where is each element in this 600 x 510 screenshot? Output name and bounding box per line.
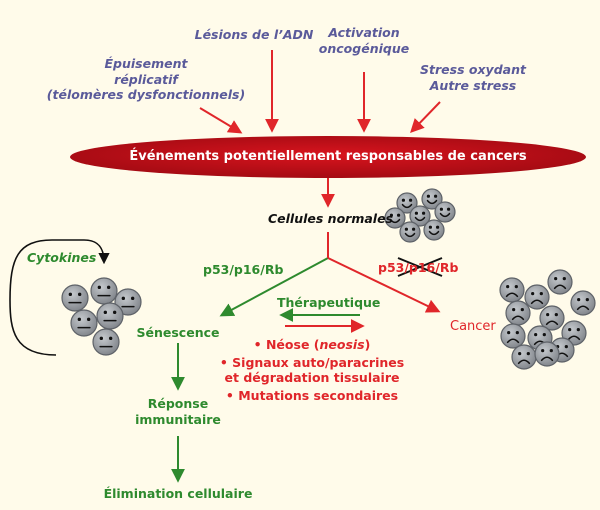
replicative-line-3: (télomères dysfonctionnels) [46,87,246,103]
senescent-cells-cluster [61,277,142,356]
neosis-suffix: ) [364,337,371,352]
smiley-cell-icon [409,205,431,227]
smiley-cell-icon [384,207,406,229]
branch-cancer [327,257,441,313]
elimination-label: Élimination cellulaire [103,486,253,501]
effect-signals-line-2: et dégradation tissulaire [224,370,400,386]
effect-neosis: • Néose (neosis) [220,337,404,353]
oncogenic-label: Activation oncogénique [319,25,409,56]
sad-cell-icon [499,277,525,303]
neutral-cell-icon [90,277,118,305]
effects-list: • Néose (neosis) • Signaux auto/paracrin… [220,337,404,404]
smiley-cell-icon [423,219,445,241]
immune-line-1: Réponse [147,396,209,411]
arrow-replicative [199,107,243,134]
banner-text: Événements potentiellement responsables … [129,149,527,164]
senescence-label: Sénescence [136,325,220,340]
normal-cells-cluster [384,188,456,243]
sad-cell-icon [500,323,526,349]
neutral-cell-icon [114,288,142,316]
sad-cell-icon [524,284,550,310]
neutral-cell-icon [92,328,120,356]
oncogenic-line-1: Activation [328,25,400,40]
arrow-oxidative [410,101,441,134]
oxidative-stress-label: Stress oxydant Autre stress [420,62,526,93]
oncogenic-line-2: oncogénique [318,40,410,56]
sad-cell-icon [539,305,565,331]
pathway-struck-label: p53/p16/Rb [378,260,459,275]
therapy-label: Thérapeutique [277,295,381,310]
cytokines-label: Cytokines [27,250,97,265]
immune-response-label: Réponse immunitaire [135,396,221,427]
cancer-events-banner [70,136,586,178]
replicative-line-2: réplicatif [114,71,178,87]
smiley-cell-icon [399,221,421,243]
neosis-prefix: • Néose ( [253,337,320,352]
normal-cells-label: Cellules normales [268,211,393,226]
dna-damage-label: Lésions de l’ADN [194,27,314,42]
cancer-cells-cluster [499,269,596,370]
oxidative-line-2: Autre stress [429,77,517,93]
neosis-italic: neosis [319,337,365,352]
pathway-label: p53/p16/Rb [203,262,284,277]
cancer-label: Cancer [450,319,496,334]
branch-senescence [219,257,329,317]
smiley-cell-icon [434,201,456,223]
effect-mutations: • Mutations secondaires [225,387,399,403]
neutral-cell-icon [61,284,89,312]
strike-line-2 [397,257,443,277]
smiley-cell-icon [396,192,418,214]
sad-cell-icon [505,300,531,326]
sad-cell-icon [511,344,537,370]
effect-signals-line-1: • Signaux auto/paracrines [219,354,405,370]
cytokine-feedback-loop [9,239,110,356]
sad-cell-icon [534,341,560,367]
sad-cell-icon [570,290,596,316]
immune-line-2: immunitaire [135,411,221,427]
replicative-line-1: Épuisement [104,56,188,71]
neutral-cell-icon [70,309,98,337]
oxidative-line-1: Stress oxydant [420,62,526,77]
replicative-label: Épuisement réplicatif (télomères dysfonc… [47,56,245,103]
smiley-cell-icon [421,188,443,210]
sad-cell-icon [547,269,573,295]
neutral-cell-icon [96,302,124,330]
